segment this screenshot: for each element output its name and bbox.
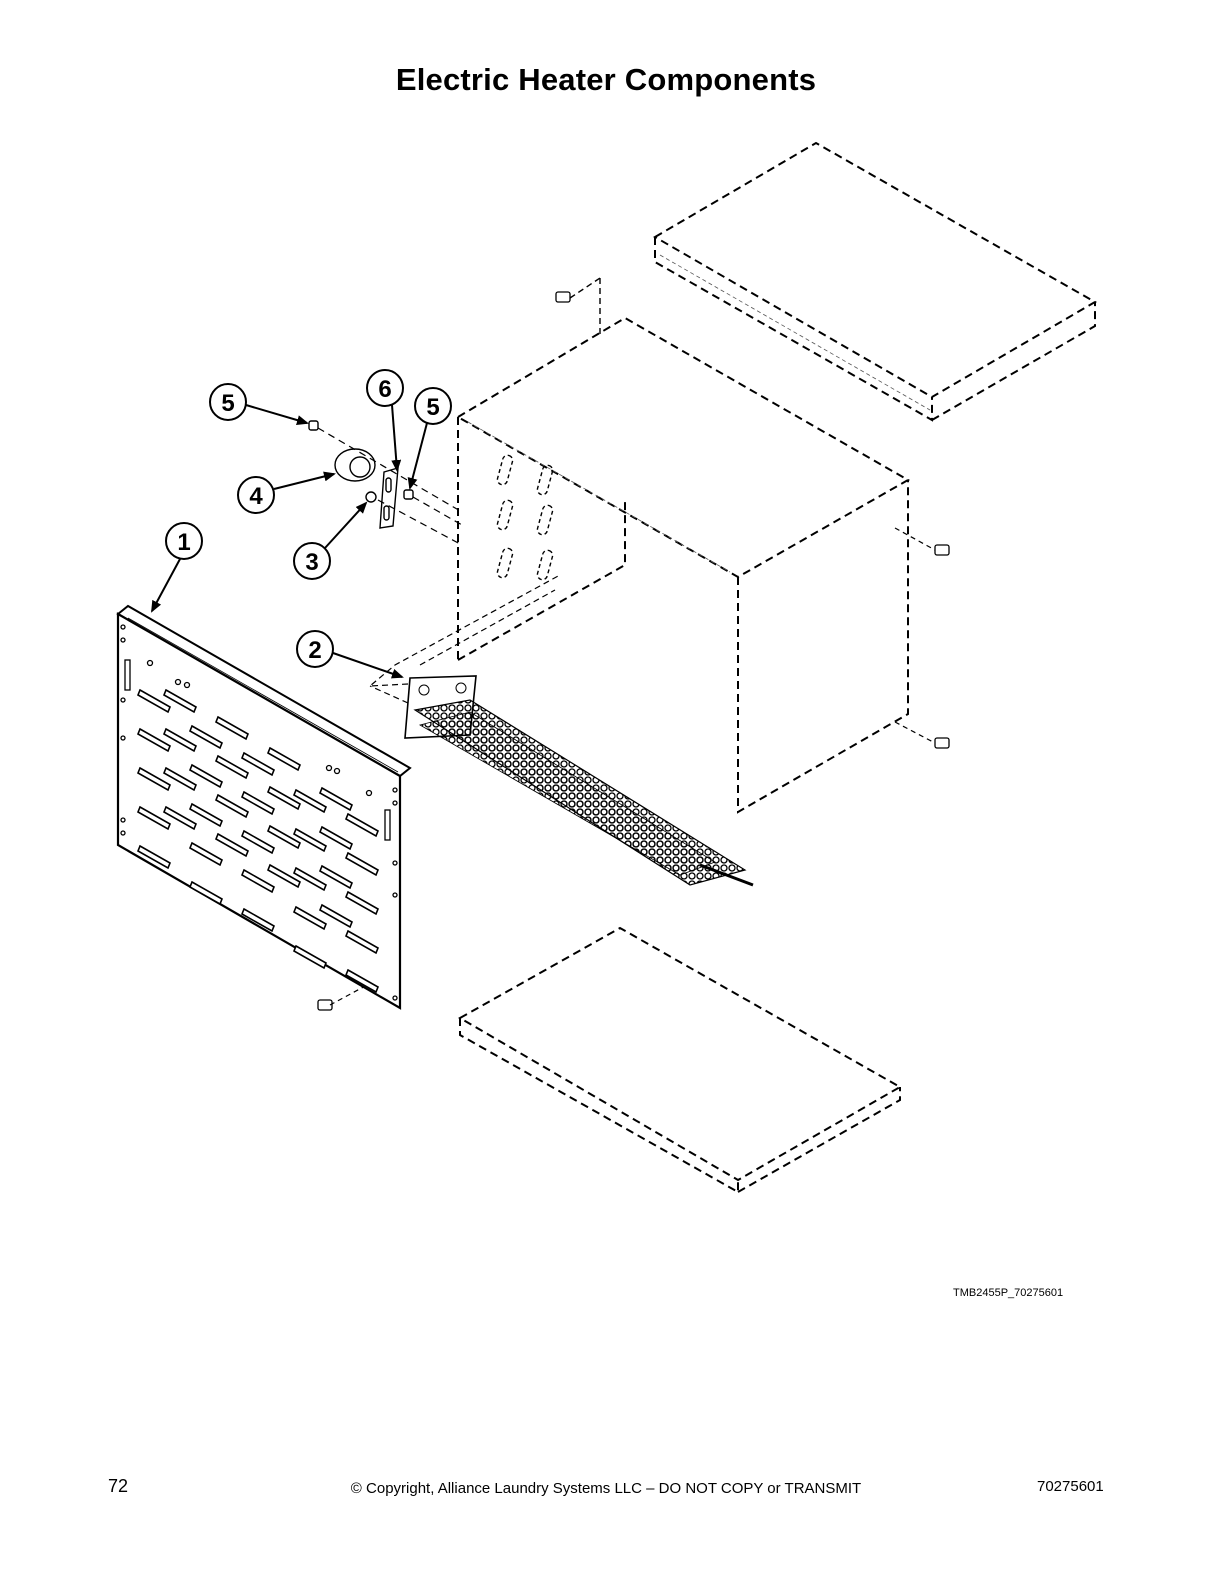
front-panel-slots: [136, 688, 380, 994]
thermostat-assembly: [308, 420, 414, 529]
callout-2: 2: [296, 630, 404, 679]
callout-4: 4: [237, 471, 336, 514]
svg-text:4: 4: [249, 483, 263, 510]
drawing-id: TMB2455P_70275601: [953, 1287, 1064, 1299]
callout-1: 1: [151, 522, 203, 613]
callout-3: 3: [293, 501, 368, 580]
callout-5b: 5: [407, 387, 452, 490]
svg-text:3: 3: [305, 549, 318, 576]
copyright-notice: © Copyright, Alliance Laundry Systems LL…: [350, 1480, 862, 1497]
cabinet-outline: [456, 316, 911, 814]
heating-element-assembly: [404, 675, 754, 887]
page-number: 72: [108, 1476, 129, 1496]
svg-text:2: 2: [308, 637, 321, 664]
callout-6: 6: [366, 369, 404, 472]
svg-text:5: 5: [426, 394, 439, 421]
bottom-panel-outline: [457, 926, 903, 1194]
top-panel-outline: [653, 141, 1098, 422]
svg-text:6: 6: [378, 376, 391, 403]
document-number: 70275601: [1037, 1478, 1104, 1495]
svg-text:5: 5: [221, 390, 234, 417]
svg-text:1: 1: [177, 529, 190, 556]
callout-5a: 5: [209, 383, 309, 425]
page-title: Electric Heater Components: [395, 62, 817, 97]
